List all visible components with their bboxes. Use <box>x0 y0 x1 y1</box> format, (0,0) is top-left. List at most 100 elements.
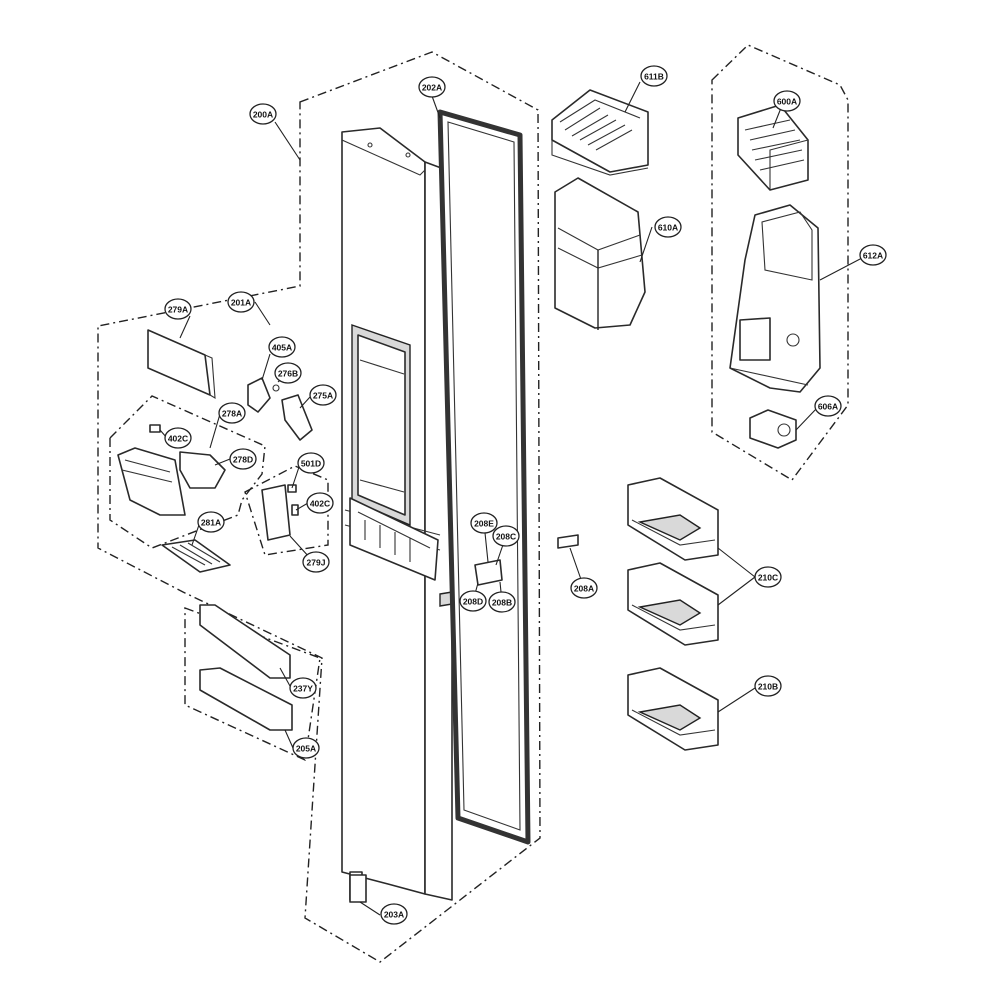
dispenser-lever-parts <box>247 377 313 441</box>
cover-lower <box>199 667 293 731</box>
callout-208d: 208D <box>459 590 487 612</box>
callout-bubble <box>470 512 498 534</box>
boundary-door-assembly <box>97 51 541 963</box>
callout-606a: 606A <box>814 395 842 417</box>
callout-276b: 276B <box>274 362 302 384</box>
callout-210b: 210B <box>754 675 782 697</box>
auger-motor <box>749 409 797 449</box>
lower-hinge <box>349 874 367 903</box>
callout-bubble <box>814 395 842 417</box>
callout-label: 208D <box>463 597 483 607</box>
door-bin-upper <box>627 477 719 561</box>
callout-label: 279A <box>168 305 188 315</box>
callout-label: 610A <box>658 223 678 233</box>
callout-label: 208A <box>574 584 594 594</box>
dispenser-housing <box>117 424 226 516</box>
callout-202a: 202A <box>418 76 446 98</box>
callout-labels: 200A 202A 611B 600A 610A 612A 279A 201A 405A 276B… <box>164 65 887 925</box>
callout-bubble <box>859 244 887 266</box>
callout-237y: 237Y <box>289 677 317 699</box>
callout-281a: 281A <box>197 511 225 533</box>
callout-bubble <box>380 903 408 925</box>
callout-bubble <box>164 298 192 320</box>
callout-bubble <box>292 737 320 759</box>
callout-279a: 279A <box>164 298 192 320</box>
callout-bubble <box>754 566 782 588</box>
callout-label: 237Y <box>293 684 313 694</box>
callout-bubble <box>306 492 334 514</box>
drip-tray <box>161 539 231 573</box>
callout-label: 606A <box>818 402 838 412</box>
callout-label: 275A <box>313 391 333 401</box>
callout-bubble <box>249 103 277 125</box>
callout-402c-left: 402C <box>164 427 192 449</box>
callout-label: 278D <box>233 455 253 465</box>
door-gasket <box>437 109 531 845</box>
callout-label: 203A <box>384 910 404 920</box>
callout-label: 278A <box>222 409 242 419</box>
callout-bubble <box>488 591 516 613</box>
callout-label: 210B <box>758 682 778 692</box>
callout-bubble <box>197 511 225 533</box>
callout-610a: 610A <box>654 216 682 238</box>
callout-bubble <box>289 677 317 699</box>
callout-402c-right: 402C <box>306 492 334 514</box>
callout-label: 612A <box>863 251 883 261</box>
door-bin-middle <box>627 562 719 646</box>
callout-label: 202A <box>422 83 442 93</box>
callout-bubble <box>274 362 302 384</box>
callout-label: 276B <box>278 369 298 379</box>
callout-label: 600A <box>777 97 797 107</box>
callout-279j: 279J <box>302 551 330 573</box>
boundary-dispenser-group <box>109 395 266 549</box>
callout-208b: 208B <box>488 591 516 613</box>
callout-bubble <box>297 452 325 474</box>
callout-label: 281A <box>201 518 221 528</box>
callout-label: 611B <box>644 72 664 82</box>
callout-bubble <box>302 551 330 573</box>
callout-bubble <box>164 427 192 449</box>
callout-611b: 611B <box>640 65 668 87</box>
callout-208a: 208A <box>570 577 598 599</box>
hinge-parts <box>474 534 579 586</box>
callout-bubble <box>268 336 296 358</box>
dispenser-module <box>261 484 299 541</box>
callout-bubble <box>492 525 520 547</box>
callout-label: 402C <box>310 499 330 509</box>
callout-600a: 600A <box>773 90 801 112</box>
callout-210c: 210C <box>754 566 782 588</box>
callout-label: 208B <box>492 598 512 608</box>
callout-label: 501D <box>301 459 321 469</box>
callout-bubble <box>570 577 598 599</box>
callout-label: 208E <box>474 519 494 529</box>
ice-bin-cover <box>551 89 649 176</box>
icemaker <box>737 104 809 191</box>
callout-bubble <box>754 675 782 697</box>
callout-405a: 405A <box>268 336 296 358</box>
auger-housing <box>729 204 821 393</box>
callout-bubble <box>229 448 257 470</box>
ice-bin <box>554 177 646 330</box>
callout-bubble <box>773 90 801 112</box>
callout-205a: 205A <box>292 737 320 759</box>
callout-612a: 612A <box>859 244 887 266</box>
callout-bubble <box>640 65 668 87</box>
callout-278d: 278D <box>229 448 257 470</box>
boundary-module-group <box>244 465 329 556</box>
callout-201a: 201A <box>227 291 255 313</box>
callout-200a: 200A <box>249 103 277 125</box>
callout-208e: 208E <box>470 512 498 534</box>
callout-275a: 275A <box>309 384 337 406</box>
display-panel <box>147 329 216 400</box>
callout-501d: 501D <box>297 452 325 474</box>
callout-203a: 203A <box>380 903 408 925</box>
callout-208c: 208C <box>492 525 520 547</box>
callout-bubble <box>309 384 337 406</box>
callout-label: 402C <box>168 434 188 444</box>
callout-bubble <box>227 291 255 313</box>
callout-bubble <box>654 216 682 238</box>
boundary-cover-group <box>184 606 321 762</box>
callout-label: 205A <box>296 744 316 754</box>
callout-bubble <box>459 590 487 612</box>
